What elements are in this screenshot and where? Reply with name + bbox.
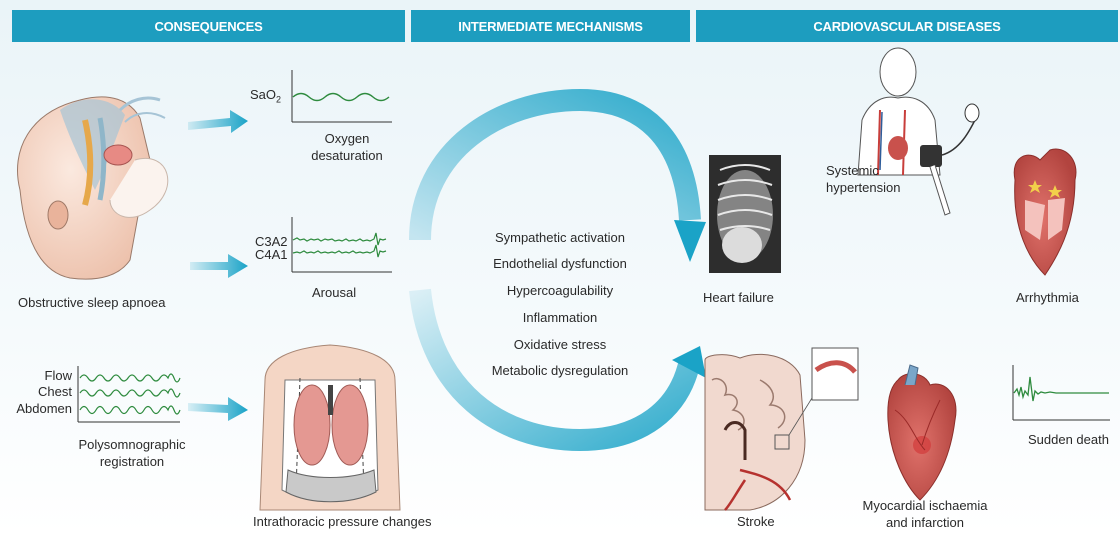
sao2-subscript: 2 (276, 95, 281, 105)
thorax-illustration (260, 345, 400, 510)
hypertension-line1: Systemic (826, 162, 900, 179)
label-c4a1: C4A1 (255, 246, 288, 263)
psg-line2: registration (62, 453, 202, 470)
label-sudden-death: Sudden death (1028, 431, 1109, 448)
label-psg-flow: Flow (2, 368, 72, 383)
label-oxygen-desaturation: Oxygen desaturation (302, 130, 392, 164)
oxygen-line2: desaturation (302, 147, 392, 164)
label-psg-chest: Chest (2, 384, 72, 399)
label-myocardial-ischaemia: Myocardial ischaemia and infarction (860, 497, 990, 531)
psg-line1: Polysomnographic (62, 436, 202, 453)
label-heart-failure: Heart failure (703, 289, 774, 306)
ischaemia-line1: Myocardial ischaemia (860, 497, 990, 514)
label-stroke: Stroke (737, 513, 775, 530)
oxygen-line1: Oxygen (302, 130, 392, 147)
label-arrhythmia: Arrhythmia (1016, 289, 1079, 306)
psg-chart (78, 366, 180, 422)
arrhythmia-heart (1014, 149, 1076, 275)
label-intrathoracic-pressure: Intrathoracic pressure changes (253, 513, 431, 530)
arrow-to-arousal (190, 254, 248, 278)
label-arousal: Arousal (312, 284, 356, 301)
label-psg-abdomen: Abdomen (2, 401, 72, 416)
ischaemia-heart (888, 365, 956, 500)
mechanism-item: Endothelial dysfunction (470, 256, 650, 272)
mechanism-item: Hypercoagulability (470, 283, 650, 299)
arrow-to-intrathoracic (188, 397, 248, 421)
sleeping-head-illustration (18, 97, 168, 279)
brain-illustration (705, 348, 858, 510)
label-polysomnographic-registration: Polysomnographic registration (62, 436, 202, 470)
mechanism-item: Oxidative stress (470, 337, 650, 353)
chest-xray-image (709, 155, 781, 273)
sao2-chart (292, 70, 392, 122)
arrow-to-oxygen (188, 110, 248, 133)
eeg-chart (292, 217, 392, 272)
mechanism-item: Sympathetic activation (470, 230, 650, 246)
ischaemia-line2: and infarction (860, 514, 990, 531)
hypertension-line2: hypertension (826, 179, 900, 196)
mechanism-item: Inflammation (470, 310, 650, 326)
sao2-text: SaO (250, 87, 276, 102)
label-obstructive-sleep-apnoea: Obstructive sleep apnoea (18, 294, 165, 311)
label-sao2: SaO2 (250, 86, 281, 109)
label-systemic-hypertension: Systemic hypertension (826, 162, 900, 196)
sudden-death-ecg (1013, 365, 1110, 420)
mechanism-item: Metabolic dysregulation (470, 363, 650, 379)
